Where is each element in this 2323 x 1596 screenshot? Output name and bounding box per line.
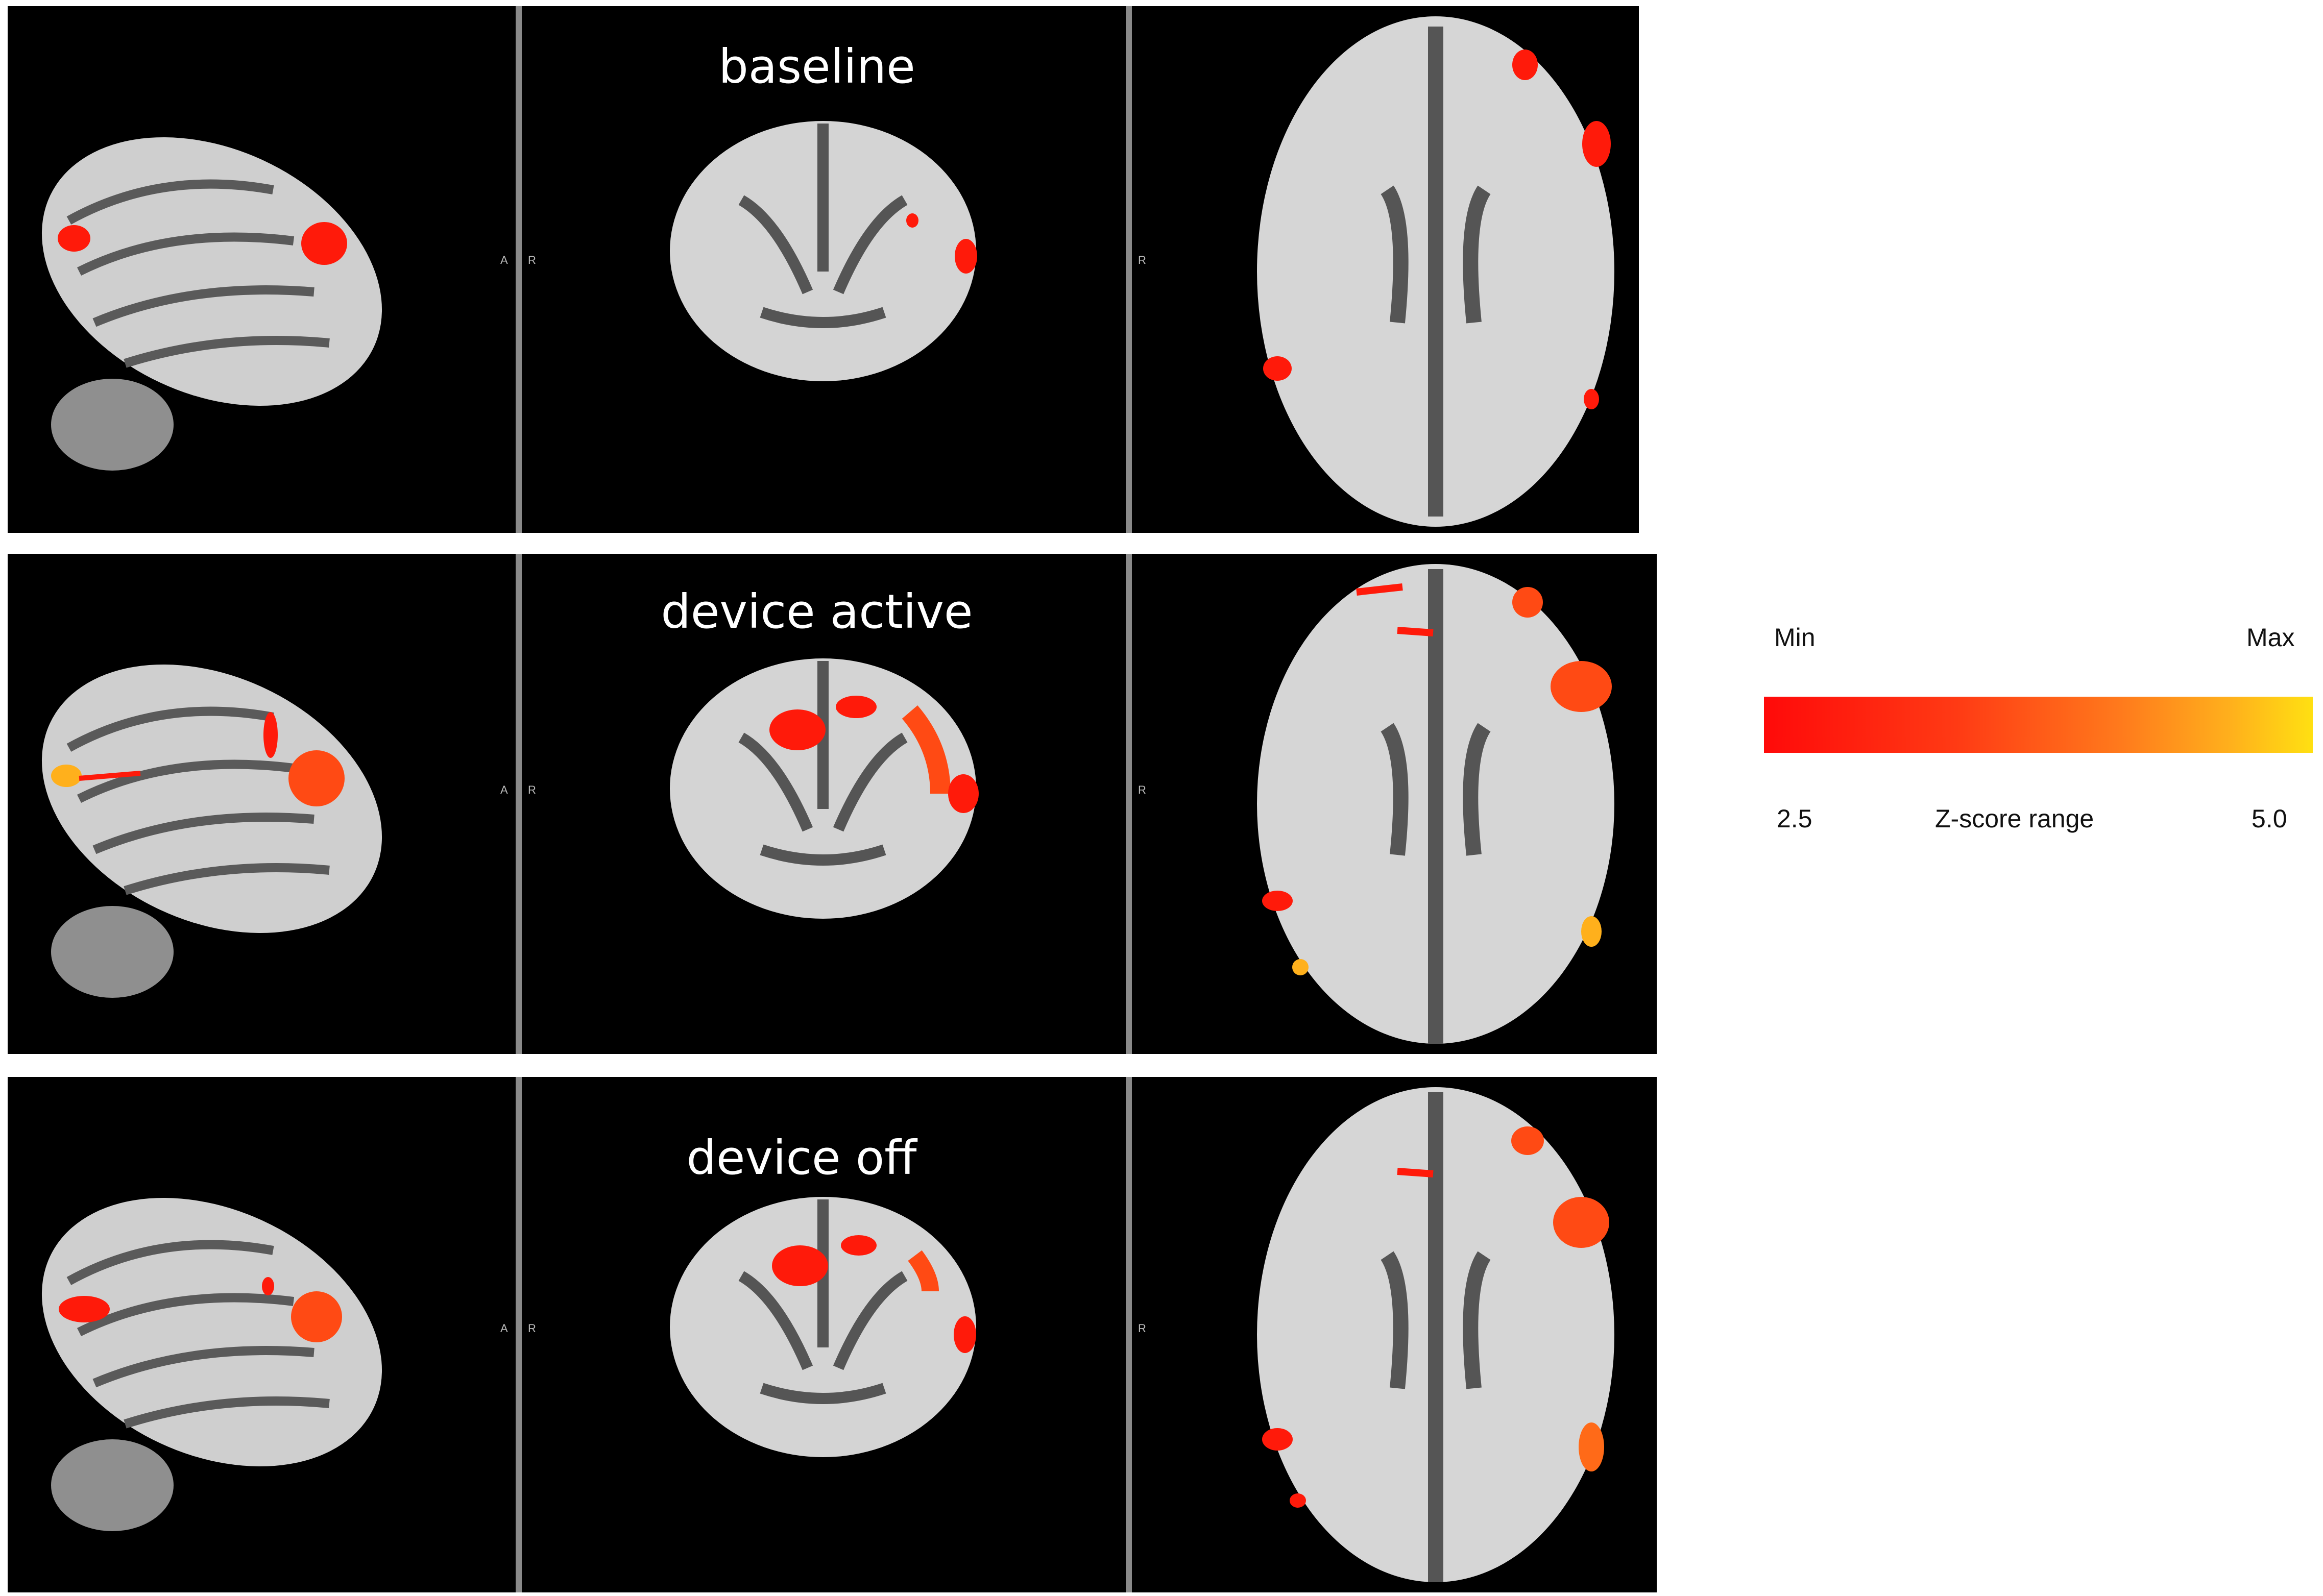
orientation-label-r: R [1138, 783, 1146, 796]
axial-panel: L R [1132, 554, 1657, 1054]
row-baseline: A R L R baseline [8, 6, 1639, 533]
coronal-brain-image [670, 1197, 976, 1457]
legend-min-value: 2.5 [1777, 804, 1812, 833]
sagittal-brain-image [41, 664, 382, 998]
sagittal-brain-image [41, 1197, 382, 1531]
orientation-label-a: A [500, 254, 508, 266]
axial-panel: L R [1132, 6, 1639, 533]
axial-brain-image [1257, 1087, 1614, 1582]
orientation-label-r: R [1138, 1322, 1146, 1335]
row-title: device active [661, 584, 973, 639]
colorbar-gradient [1764, 697, 2313, 753]
panel-divider [1126, 6, 1132, 533]
panel-divider [1126, 1077, 1132, 1592]
panel-divider [516, 1077, 522, 1592]
sagittal-panel: A [8, 554, 516, 1054]
row-title: device off [686, 1131, 917, 1185]
coronal-brain-image [670, 121, 977, 381]
legend-max-value: 5.0 [2252, 804, 2287, 833]
panel-divider [516, 6, 522, 533]
axial-panel: L R [1132, 1077, 1657, 1592]
sagittal-panel: A [8, 1077, 516, 1592]
sagittal-brain-image [41, 137, 382, 471]
row-device-off: A R L R device off [8, 1077, 1657, 1592]
orientation-label-r: R [528, 1322, 536, 1335]
panel-divider [516, 554, 522, 1054]
coronal-panel: R [522, 554, 1126, 1054]
orientation-label-a: A [500, 783, 508, 796]
coronal-panel: R [522, 6, 1126, 533]
axial-brain-image [1257, 564, 1614, 1044]
orientation-label-r: R [1138, 254, 1146, 266]
orientation-label-a: A [500, 1322, 508, 1335]
row-title: baseline [718, 39, 915, 94]
legend-min-label: Min [1774, 623, 1816, 652]
legend-max-label: Max [2246, 623, 2295, 652]
row-device-active: A R L R device active [8, 554, 1657, 1054]
coronal-panel: R [522, 1077, 1126, 1592]
coronal-brain-image [670, 658, 979, 919]
orientation-label-r: R [528, 254, 536, 266]
orientation-label-r: R [528, 783, 536, 796]
sagittal-panel: A [8, 6, 516, 533]
axial-brain-image [1257, 16, 1614, 527]
legend-range-label: Z-score range [1935, 804, 2094, 833]
panel-divider [1126, 554, 1132, 1054]
